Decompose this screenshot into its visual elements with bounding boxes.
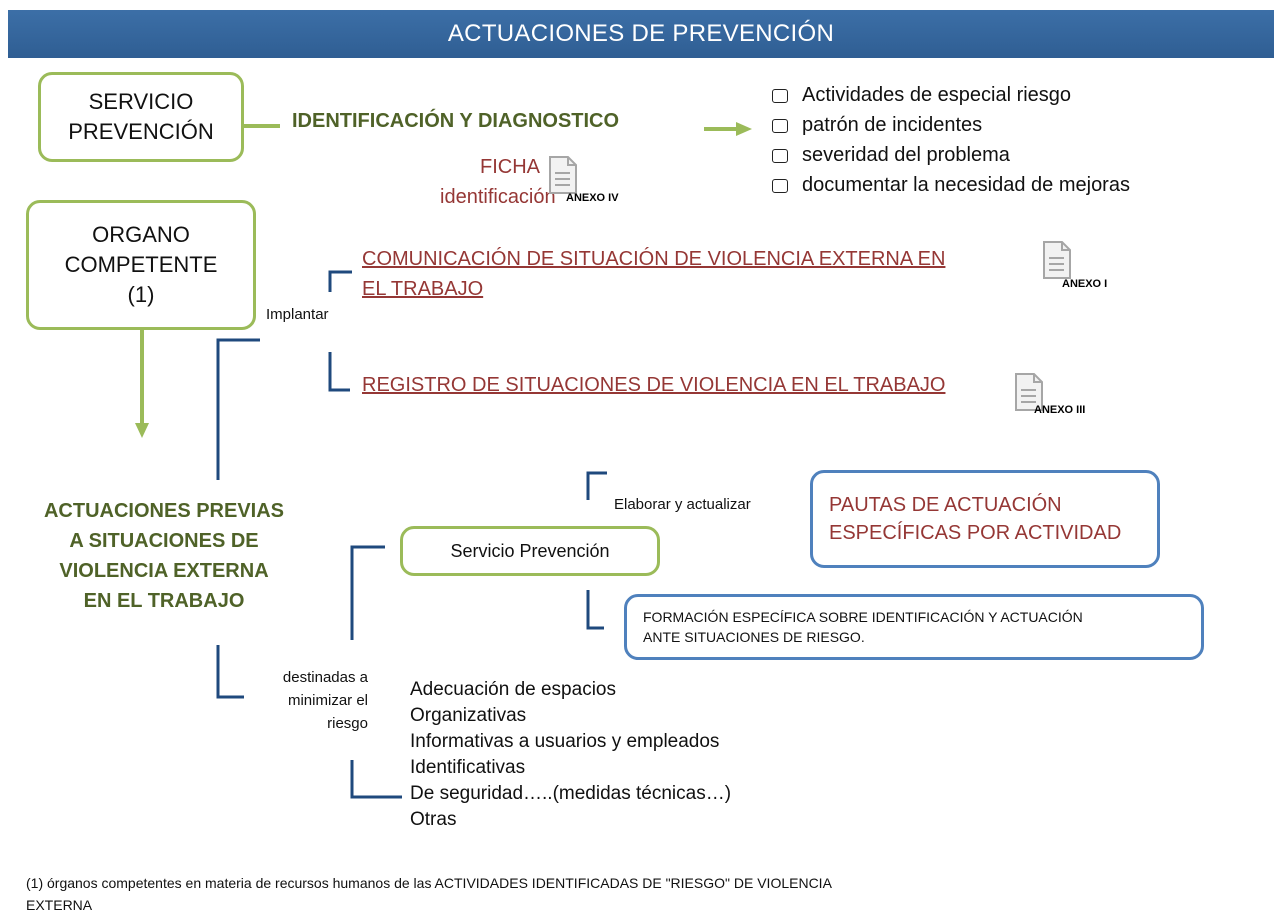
- implantar-label: Implantar: [266, 306, 329, 323]
- organo-line1: ORGANO: [92, 222, 190, 247]
- medida-item: Organizativas: [410, 705, 527, 726]
- bracket-main: [216, 338, 260, 699]
- medida-item: Informativas a usuarios y empleados: [410, 731, 720, 752]
- checklist-item: Actividades de especial riesgo: [772, 80, 1130, 110]
- pautas-box: PAUTAS DE ACTUACIÓN ESPECÍFICAS POR ACTI…: [810, 470, 1160, 568]
- servicio-line1: SERVICIO: [88, 89, 194, 114]
- organo-line2: COMPETENTE: [64, 252, 218, 277]
- page-banner: ACTUACIONES DE PREVENCIÓN: [8, 10, 1274, 58]
- arrow-to-checklist-head: [736, 122, 752, 136]
- checkbox-icon: [772, 118, 788, 133]
- ficha-line2: identificación: [440, 186, 556, 208]
- footnote: (1) órganos competentes en materia de re…: [26, 872, 832, 916]
- medida-item: Otras: [410, 809, 457, 830]
- medida-item: Identificativas: [410, 757, 526, 778]
- bracket-medidas: [350, 545, 402, 799]
- comunicacion-line2: EL TRABAJO: [362, 278, 484, 300]
- ficha-line1: FICHA: [480, 156, 540, 178]
- destinadas-line1: destinadas a: [282, 669, 368, 686]
- footnote-line1: (1) órganos competentes en materia de re…: [26, 875, 832, 891]
- destinadas-line3: riesgo: [327, 715, 368, 732]
- document-icon[interactable]: [1014, 372, 1044, 412]
- document-icon[interactable]: [548, 155, 578, 195]
- banner-title: ACTUACIONES DE PREVENCIÓN: [447, 20, 835, 47]
- document-icon[interactable]: [1042, 240, 1072, 280]
- servicio-line2: PREVENCIÓN: [68, 119, 214, 144]
- actuaciones-previas-title: ACTUACIONES PREVIAS A SITUACIONES DE VIO…: [8, 496, 320, 616]
- bracket-servicio: [586, 471, 607, 630]
- actuaciones-line3: VIOLENCIA EXTERNA: [59, 560, 269, 582]
- destinadas-label: destinadas a minimizar el riesgo: [240, 666, 368, 735]
- medida-item: Adecuación de espacios: [410, 679, 616, 700]
- servicio-prevencion-box: SERVICIO PREVENCIÓN: [38, 72, 244, 162]
- checklist-text: patrón de incidentes: [802, 114, 983, 136]
- formacion-line2: ANTE SITUACIONES DE RIESGO.: [643, 629, 865, 645]
- checkbox-icon: [772, 148, 788, 163]
- checklist-text: Actividades de especial riesgo: [802, 84, 1072, 106]
- footnote-line2: EXTERNA: [26, 897, 93, 913]
- organo-competente-box: ORGANO COMPETENTE (1): [26, 200, 256, 330]
- pautas-line1: PAUTAS DE ACTUACIÓN: [829, 494, 1062, 516]
- formacion-line1: FORMACIÓN ESPECÍFICA SOBRE IDENTIFICACIÓ…: [643, 609, 1083, 625]
- actuaciones-line2: A SITUACIONES DE: [69, 530, 259, 552]
- anexo-iv-label: ANEXO IV: [566, 192, 619, 204]
- anexo-iii-label: ANEXO III: [1034, 404, 1086, 416]
- bracket-implantar: [328, 270, 352, 392]
- formacion-box: FORMACIÓN ESPECÍFICA SOBRE IDENTIFICACIÓ…: [624, 594, 1204, 660]
- actuaciones-line1: ACTUACIONES PREVIAS: [43, 500, 285, 522]
- registro-link[interactable]: REGISTRO DE SITUACIONES DE VIOLENCIA EN …: [362, 374, 946, 396]
- checklist-text: severidad del problema: [802, 144, 1010, 166]
- organo-line3: (1): [127, 282, 155, 307]
- checklist: Actividades de especial riesgo patrón de…: [772, 80, 1130, 200]
- medida-item: De seguridad…..(medidas técnicas…): [410, 783, 732, 804]
- servicio-prevencion-small-box: Servicio Prevención: [400, 526, 660, 576]
- checkbox-icon: [772, 178, 788, 193]
- servicio-small-label: Servicio Prevención: [450, 540, 610, 561]
- anexo-i-label: ANEXO I: [1062, 278, 1108, 290]
- ficha-label: FICHA identificación: [440, 152, 556, 212]
- checklist-item: documentar la necesidad de mejoras: [772, 170, 1130, 200]
- checklist-text: documentar la necesidad de mejoras: [802, 174, 1130, 196]
- arrow-down-organo-head: [135, 423, 149, 438]
- actuaciones-line4: EN EL TRABAJO: [83, 590, 245, 612]
- medidas-list: Adecuación de espacios Organizativas Inf…: [410, 677, 731, 833]
- destinadas-line2: minimizar el: [287, 692, 368, 709]
- pautas-line2: ESPECÍFICAS POR ACTIVIDAD: [829, 522, 1122, 544]
- elaborar-label: Elaborar y actualizar: [614, 496, 751, 513]
- comunicacion-link[interactable]: COMUNICACIÓN DE SITUACIÓN DE VIOLENCIA E…: [362, 244, 945, 304]
- checklist-item: patrón de incidentes: [772, 110, 1130, 140]
- comunicacion-line1: COMUNICACIÓN DE SITUACIÓN DE VIOLENCIA E…: [362, 248, 946, 270]
- checkbox-icon: [772, 88, 788, 103]
- checklist-item: severidad del problema: [772, 140, 1130, 170]
- identificacion-label: IDENTIFICACIÓN Y DIAGNOSTICO: [292, 110, 620, 132]
